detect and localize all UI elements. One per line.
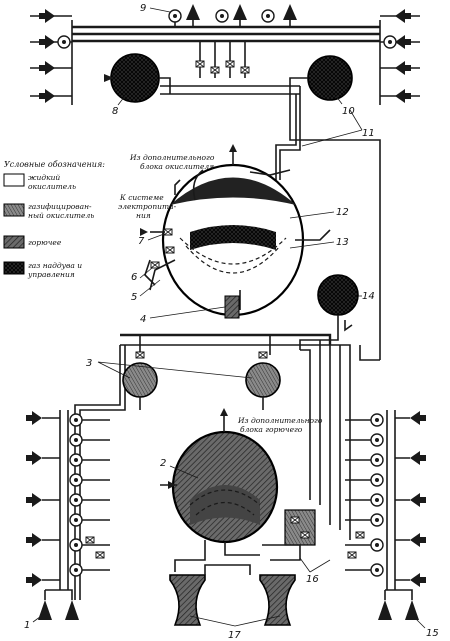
fuel-source-note-1: Из дополнительного (237, 416, 323, 425)
callout-1: 1 (24, 620, 30, 631)
valve-icon (163, 228, 173, 236)
callout-10: 10 (342, 106, 355, 117)
legend-title: Условные обозначения: (4, 160, 105, 169)
electric-system-note-2: электропита- (118, 202, 177, 211)
legend-label-gasified-oxidizer-1: газифицирован- (28, 202, 92, 211)
top-center-thrusters (168, 4, 297, 74)
bottom-right-thruster-group (345, 410, 426, 620)
callout-7: 7 (138, 236, 145, 247)
legend-swatch-fuel (3, 235, 25, 249)
top-left-thruster-group (39, 9, 71, 103)
callout-15: 15 (426, 628, 439, 639)
callout-8: 8 (112, 106, 118, 117)
nozzle-icon (395, 35, 411, 49)
callout-5: 5 (131, 292, 137, 303)
callout-17: 17 (228, 630, 241, 641)
top-manifold (30, 10, 420, 105)
nozzle-icon (186, 4, 200, 20)
callout-3: 3 (86, 358, 92, 369)
fuel-source-note-2: блока горючего (240, 425, 303, 434)
electric-system-note-1: К системе (119, 193, 164, 202)
legend-label-liquid-oxidizer-2: окислитель (28, 182, 76, 191)
legend-label-gasified-oxidizer-2: ный окислитель (28, 211, 94, 220)
oxidizer-source-note-2: блока окислителя (140, 162, 214, 171)
legend-swatch-gas (3, 261, 25, 275)
callout-13: 13 (336, 237, 349, 248)
nozzle-icon (283, 4, 297, 20)
valve-icon (258, 351, 268, 359)
callout-2: 2 (160, 458, 166, 469)
gas-sphere-10 (289, 55, 353, 101)
valve-icon (150, 261, 160, 269)
oxidizer-tank (149, 144, 331, 317)
legend-swatch-gasified-oxidizer (3, 203, 25, 217)
valve-icon (195, 60, 205, 68)
pressure-lines-11 (275, 86, 381, 360)
annotations: Из дополнительного блока окислителя К си… (118, 153, 323, 434)
nozzle-icon (395, 9, 411, 23)
legend-swatch-liquid-oxidizer (3, 173, 25, 187)
valve-icon (225, 60, 235, 68)
bottom-left-thruster-group (26, 410, 110, 620)
legend-label-gas-2: управления (27, 270, 75, 279)
legend-label-fuel: горючее (28, 238, 62, 247)
legend-label-liquid-oxidizer-1: жидкий (28, 173, 60, 182)
callout-11: 11 (362, 128, 375, 139)
callout-4: 4 (140, 314, 146, 325)
nozzle-icon (39, 9, 55, 23)
callout-14: 14 (362, 291, 375, 302)
legend-label-gas-1: газ наддува и (28, 261, 82, 270)
nozzle-icon (395, 61, 411, 75)
electric-system-note-3: ния (136, 211, 151, 220)
nozzle-icon (39, 61, 55, 75)
valve-icon (135, 351, 145, 359)
nozzle-icon (233, 4, 247, 20)
gas-sphere-8 (104, 53, 171, 103)
nozzle-icon (39, 35, 55, 49)
fuel-tank (160, 408, 279, 572)
callout-6: 6 (131, 272, 137, 283)
oxidizer-source-note-1: Из дополнительного (129, 153, 215, 162)
callout-9: 9 (140, 3, 146, 14)
callout-12: 12 (336, 207, 349, 218)
main-engines-17 (169, 564, 296, 626)
valve-icon (210, 66, 220, 74)
valve-icon (300, 531, 310, 539)
valve-icon (240, 66, 250, 74)
legend: Условные обозначения: жидкий окислитель … (3, 160, 105, 279)
callouts: 1 2 3 4 5 6 7 8 9 10 11 12 13 14 15 16 1 (24, 3, 439, 641)
nozzle-icon (395, 89, 411, 103)
nozzle-icon (39, 89, 55, 103)
valve-icon (290, 516, 300, 524)
turbopump-16 (262, 509, 316, 561)
valve-icon (165, 246, 175, 254)
gas-spheres-3 (122, 351, 281, 410)
callout-16: 16 (306, 574, 319, 585)
top-right-thruster-group (383, 9, 411, 103)
